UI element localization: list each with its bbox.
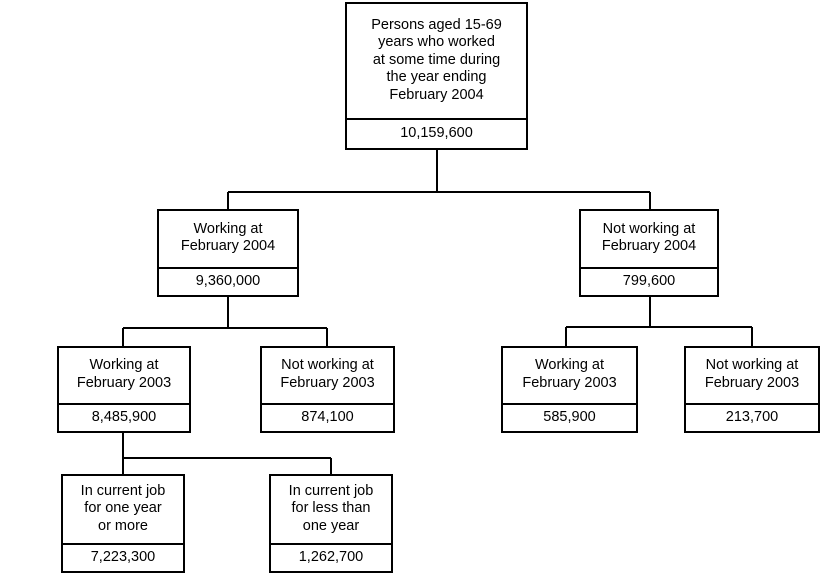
node-working-february-2004: Working at February 2004 9,360,000 bbox=[157, 209, 299, 297]
node-total-persons: Persons aged 15-69 years who worked at s… bbox=[345, 2, 528, 150]
node-not-working-february-2004-label: Not working at February 2004 bbox=[601, 220, 697, 255]
node-working-2004-not-working-february-2003-label: Not working at February 2003 bbox=[280, 357, 375, 391]
node-current-job-less-than-one-year: In current job for less than one year 1,… bbox=[269, 474, 393, 573]
node-current-job-less-than-one-year-value: 1,262,700 bbox=[271, 542, 391, 572]
node-current-job-one-year-or-more: In current job for one year or more 7,22… bbox=[61, 474, 185, 573]
node-not-working-february-2004-value: 799,600 bbox=[581, 266, 717, 296]
node-not-working-february-2004: Not working at February 2004 799,600 bbox=[579, 209, 719, 297]
node-not-working-2004-working-february-2003: Working at February 2003 585,900 bbox=[501, 346, 638, 433]
node-working-february-2004-value: 9,360,000 bbox=[159, 266, 297, 296]
node-working-2004-working-february-2003-value: 8,485,900 bbox=[59, 402, 189, 432]
node-current-job-one-year-or-more-value: 7,223,300 bbox=[63, 542, 183, 572]
node-not-working-2004-not-working-february-2003: Not working at February 2003 213,700 bbox=[684, 346, 820, 433]
node-not-working-2004-not-working-february-2003-label: Not working at February 2003 bbox=[704, 357, 800, 391]
node-working-february-2004-label: Working at February 2004 bbox=[180, 220, 276, 255]
node-total-persons-label: Persons aged 15-69 years who worked at s… bbox=[371, 16, 502, 103]
node-not-working-2004-working-february-2003-label: Working at February 2003 bbox=[522, 357, 617, 391]
node-working-2004-working-february-2003-label: Working at February 2003 bbox=[76, 357, 172, 391]
node-not-working-2004-not-working-february-2003-value: 213,700 bbox=[686, 402, 818, 432]
node-working-2004-not-working-february-2003-value: 874,100 bbox=[262, 402, 393, 432]
node-total-persons-value: 10,159,600 bbox=[347, 117, 526, 149]
node-working-2004-working-february-2003: Working at February 2003 8,485,900 bbox=[57, 346, 191, 433]
node-current-job-one-year-or-more-label: In current job for one year or more bbox=[80, 482, 166, 534]
node-current-job-less-than-one-year-label: In current job for less than one year bbox=[288, 482, 374, 534]
node-working-2004-not-working-february-2003: Not working at February 2003 874,100 bbox=[260, 346, 395, 433]
node-not-working-2004-working-february-2003-value: 585,900 bbox=[503, 402, 636, 432]
